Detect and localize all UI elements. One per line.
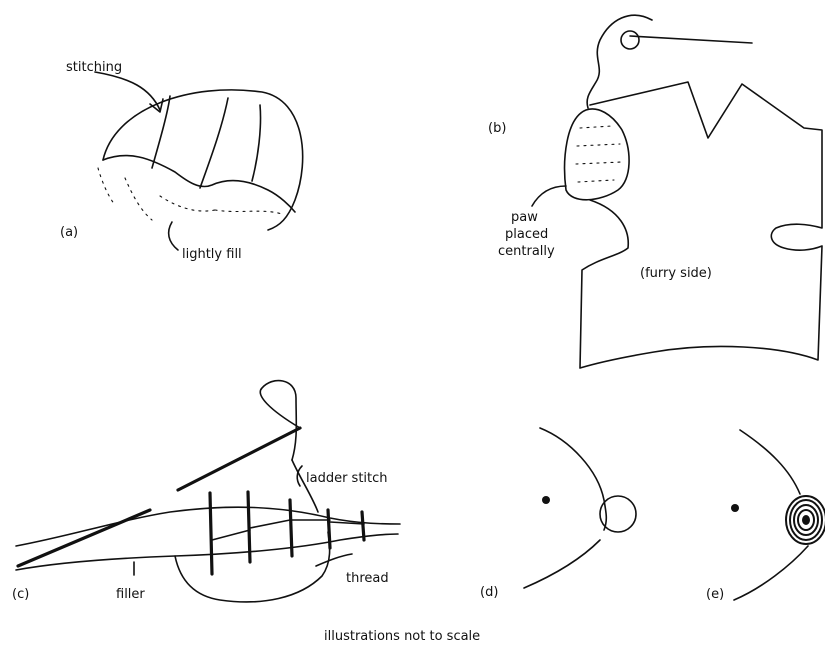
cross-stitch-1 — [212, 530, 250, 540]
nose-dot-e — [731, 504, 739, 512]
label-panel-b: (b) — [488, 121, 506, 136]
thread-pointer — [316, 554, 352, 566]
label-panel-c: (c) — [12, 587, 29, 602]
rung-2 — [248, 492, 250, 562]
ladder-needle — [178, 428, 300, 490]
paw-hatch-3 — [576, 162, 622, 164]
face-lower-contour-d — [524, 540, 600, 588]
panel-e-eye-inserted: (e) — [706, 430, 825, 602]
panel-d-eye-hole: (d) — [480, 428, 636, 600]
fill-line-3 — [160, 196, 215, 211]
fill-line-4 — [215, 210, 282, 214]
rung-4 — [328, 510, 330, 548]
label-panel-d: (d) — [480, 585, 498, 600]
label-ladder-stitch: ladder stitch — [306, 471, 388, 486]
paw-pointer — [532, 186, 566, 206]
panel-b-body: (b) paw placed centrally (furry side) — [488, 15, 822, 368]
paw-hatch-1 — [580, 126, 612, 128]
paw-piece — [565, 109, 629, 200]
nose-dot-d — [542, 496, 550, 504]
cross-stitch-2 — [250, 520, 290, 528]
fill-line-1 — [98, 168, 115, 205]
lightly-fill-pointer — [169, 222, 178, 250]
paw-hatch-4 — [578, 180, 614, 182]
face-contour-d — [540, 428, 606, 530]
rung-1 — [210, 493, 212, 574]
fill-line-2 — [125, 178, 152, 220]
label-paw-2: placed — [505, 227, 548, 242]
thread-loop-top — [260, 381, 300, 460]
inserted-eye — [786, 496, 825, 544]
stitching-arrowhead — [150, 99, 163, 112]
label-stitching: stitching — [66, 60, 122, 75]
panel-a-paw: stitching (a) lightly fill — [60, 60, 303, 262]
paw-stitched-edge — [103, 156, 295, 212]
lower-seam-edge — [16, 534, 398, 570]
stitch-seam-3 — [252, 105, 261, 181]
thread-connector — [292, 460, 318, 512]
needle — [630, 36, 752, 43]
label-lightly-fill: lightly fill — [182, 247, 242, 262]
rung-3 — [290, 500, 292, 556]
label-paw-1: paw — [511, 210, 538, 225]
label-thread: thread — [346, 571, 389, 586]
body-outline — [580, 82, 822, 368]
face-lower-contour-e — [734, 546, 808, 600]
label-furry-side: (furry side) — [640, 266, 712, 281]
outer-fabric-edge — [175, 532, 330, 602]
label-panel-e: (e) — [706, 587, 724, 602]
label-filler: filler — [116, 587, 145, 602]
needle-thread — [587, 15, 652, 108]
footnote: illustrations not to scale — [324, 629, 480, 644]
paw-hatch-2 — [577, 144, 620, 146]
stitch-seam-2 — [200, 98, 228, 188]
label-paw-3: centrally — [498, 244, 555, 259]
face-contour-e — [740, 430, 800, 494]
panel-c-ladder-stitch: ladder stitch thread filler (c) — [12, 381, 400, 602]
rung-5 — [362, 512, 364, 540]
needle-eye-loop — [621, 31, 639, 49]
paw-dome-outline — [103, 90, 303, 230]
label-panel-a: (a) — [60, 225, 78, 240]
